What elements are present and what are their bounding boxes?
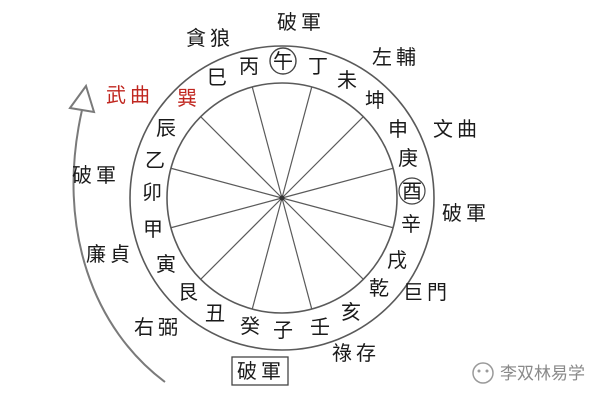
star-label-zuofu: 左輔 bbox=[372, 45, 420, 69]
ring-label-si: 巳 bbox=[207, 65, 227, 89]
ring-label-geng: 庚 bbox=[398, 146, 418, 170]
spoke-7 bbox=[200, 197, 283, 280]
outer-ring bbox=[129, 45, 435, 351]
spoke-5 bbox=[281, 197, 313, 310]
wechat-icon-dot-a bbox=[477, 369, 481, 373]
ring-label-chou: 丑 bbox=[205, 301, 225, 325]
wu-circle bbox=[269, 47, 297, 75]
spoke-4 bbox=[281, 197, 364, 280]
star-label-lianzhen: 廉貞 bbox=[86, 242, 134, 266]
compass-spokes bbox=[170, 86, 394, 310]
spoke-10 bbox=[200, 116, 283, 199]
spoke-2 bbox=[281, 167, 394, 199]
wechat-icon-dot-b bbox=[485, 369, 489, 373]
ring-labels: 午 丁 未 坤 申 庚 酉 辛 戌 乾 亥 壬 子 癸 丑 艮 寅 甲 卯 乙 … bbox=[142, 47, 426, 342]
star-label-pojun-top: 破軍 bbox=[277, 10, 325, 34]
center-dot bbox=[279, 195, 285, 201]
ring-label-yin: 寅 bbox=[156, 252, 176, 276]
wechat-icon bbox=[472, 362, 494, 384]
ring-label-xun: 巽 bbox=[177, 86, 197, 110]
ring-label-hai: 亥 bbox=[341, 300, 361, 324]
star-label-wuqu: 武曲 bbox=[106, 83, 154, 107]
star-label-tanlang: 貪狼 bbox=[186, 26, 234, 50]
star-label-youbi: 右弼 bbox=[134, 315, 182, 339]
ring-label-ren: 壬 bbox=[310, 315, 330, 339]
spoke-0 bbox=[281, 86, 313, 199]
ring-label-wu: 午 bbox=[273, 49, 293, 73]
ring-label-shen: 申 bbox=[388, 117, 408, 141]
ring-label-qian: 乾 bbox=[369, 276, 389, 300]
inner-ring bbox=[166, 82, 398, 314]
spoke-1 bbox=[281, 116, 364, 199]
spoke-11 bbox=[251, 86, 283, 199]
flow-arrowhead bbox=[68, 83, 96, 114]
ring-label-kun: 坤 bbox=[365, 88, 385, 112]
pojun-bottom-box bbox=[231, 356, 289, 386]
ring-label-zi: 子 bbox=[273, 318, 293, 342]
watermark-text: 李双林易学 bbox=[500, 364, 585, 384]
star-label-wenqu: 文曲 bbox=[433, 117, 481, 141]
spoke-9 bbox=[170, 167, 283, 199]
ring-label-wei: 未 bbox=[337, 68, 357, 92]
ring-label-xin: 辛 bbox=[401, 212, 421, 236]
spoke-3 bbox=[281, 197, 394, 229]
ring-label-xu: 戌 bbox=[387, 248, 407, 272]
ring-label-gen: 艮 bbox=[178, 280, 198, 304]
spoke-8 bbox=[170, 197, 283, 229]
ring-label-gui: 癸 bbox=[240, 314, 260, 338]
star-label-pojun-bottom: 破軍 bbox=[237, 359, 285, 383]
star-labels: 破軍 貪狼 左輔 武曲 文曲 破軍 破軍 廉貞 巨門 右弼 祿存 破軍 bbox=[72, 10, 490, 386]
star-label-lucun: 祿存 bbox=[332, 341, 380, 365]
ring-label-you: 酉 bbox=[402, 179, 422, 203]
watermark: 李双林易学 bbox=[472, 362, 585, 384]
flow-arrow bbox=[72, 109, 166, 383]
ring-label-chen: 辰 bbox=[156, 116, 176, 140]
ring-label-bing: 丙 bbox=[239, 54, 259, 78]
ring-label-yi: 乙 bbox=[145, 148, 165, 172]
you-circle bbox=[398, 177, 426, 205]
star-label-pojun-right: 破軍 bbox=[442, 201, 490, 225]
ring-label-jia: 甲 bbox=[143, 217, 163, 241]
star-label-jumen: 巨門 bbox=[403, 280, 451, 304]
star-label-pojun-left: 破軍 bbox=[72, 163, 120, 187]
ring-label-ding: 丁 bbox=[308, 54, 328, 78]
spoke-6 bbox=[251, 197, 283, 310]
ring-label-mao: 卯 bbox=[142, 180, 162, 204]
